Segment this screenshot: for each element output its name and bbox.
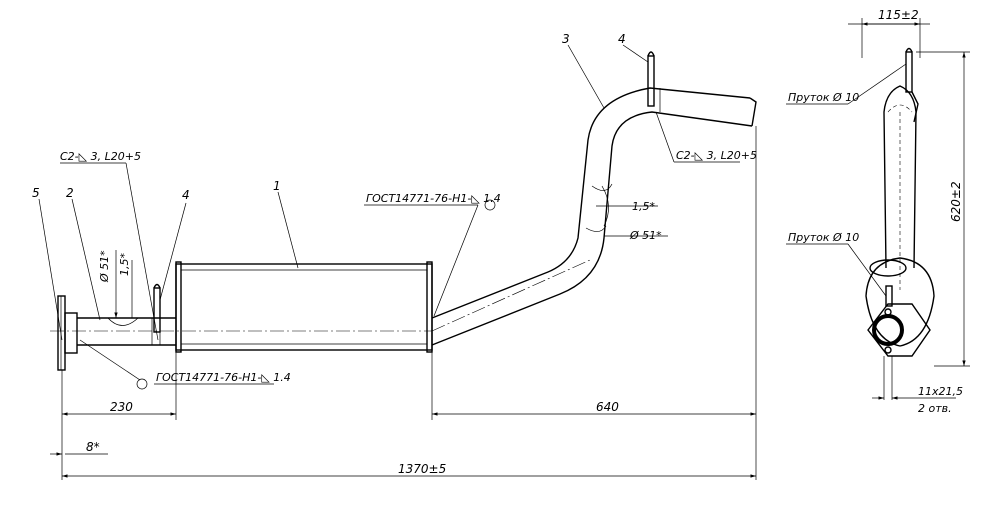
callout-leaders (38, 44, 649, 341)
dim-230: 230 (110, 400, 133, 414)
gost-note-bottom: ГОСТ14771-76-Н1-◺ 1.4 (156, 371, 291, 384)
weld-note-right: C2-◺ 3, L20+5 (676, 149, 757, 162)
right-dim-marks (596, 185, 668, 237)
diameter-label-right: Ø 51* (629, 229, 662, 242)
dim-640: 640 (596, 400, 619, 414)
outlet-pipe-part-3 (431, 87, 757, 346)
inlet-pipe-part-2 (77, 317, 176, 346)
gost-note-top: ГОСТ14771-76-Н1-◺ 1.4 (366, 192, 501, 205)
side-view: 5 2 4 1 3 4 C2-◺ 3, L20+5 C2-◺ 3, L20+5 … (32, 32, 757, 480)
holes-count: 2 отв. (918, 402, 952, 415)
callout-1: 1 (273, 179, 281, 193)
callout-2: 2 (66, 186, 74, 200)
weld-note-left: C2-◺ 3, L20+5 (60, 150, 141, 163)
rod-note-bottom: Пруток Ø 10 (788, 231, 859, 244)
diameter-label-left: Ø 51* (98, 250, 111, 283)
dim-620: 620±2 (949, 181, 963, 222)
end-view: Пруток Ø 10 Пруток Ø 10 115±2 620±2 11x2… (786, 8, 970, 415)
callout-4-right: 4 (618, 32, 626, 46)
centre-line-bend (431, 259, 591, 332)
callout-4-left: 4 (182, 188, 190, 202)
left-dim-marks (104, 250, 138, 319)
weld-leaders (60, 111, 740, 390)
holes-size: 11x21,5 (918, 385, 963, 398)
dim-1370: 1370±5 (398, 462, 446, 476)
callout-5: 5 (32, 186, 40, 200)
dimension-lines (50, 126, 757, 480)
muffler-body-part-1 (175, 261, 433, 353)
rod-note-top: Пруток Ø 10 (788, 91, 859, 104)
support-rod-right (647, 51, 655, 107)
callout-3: 3 (562, 32, 570, 46)
dim-115: 115±2 (878, 8, 919, 22)
support-rod-left (153, 283, 161, 333)
angle-label-left: 1,5* (118, 253, 131, 276)
dim-8: 8* (86, 440, 100, 454)
angle-label-right: 1,5* (632, 200, 655, 213)
